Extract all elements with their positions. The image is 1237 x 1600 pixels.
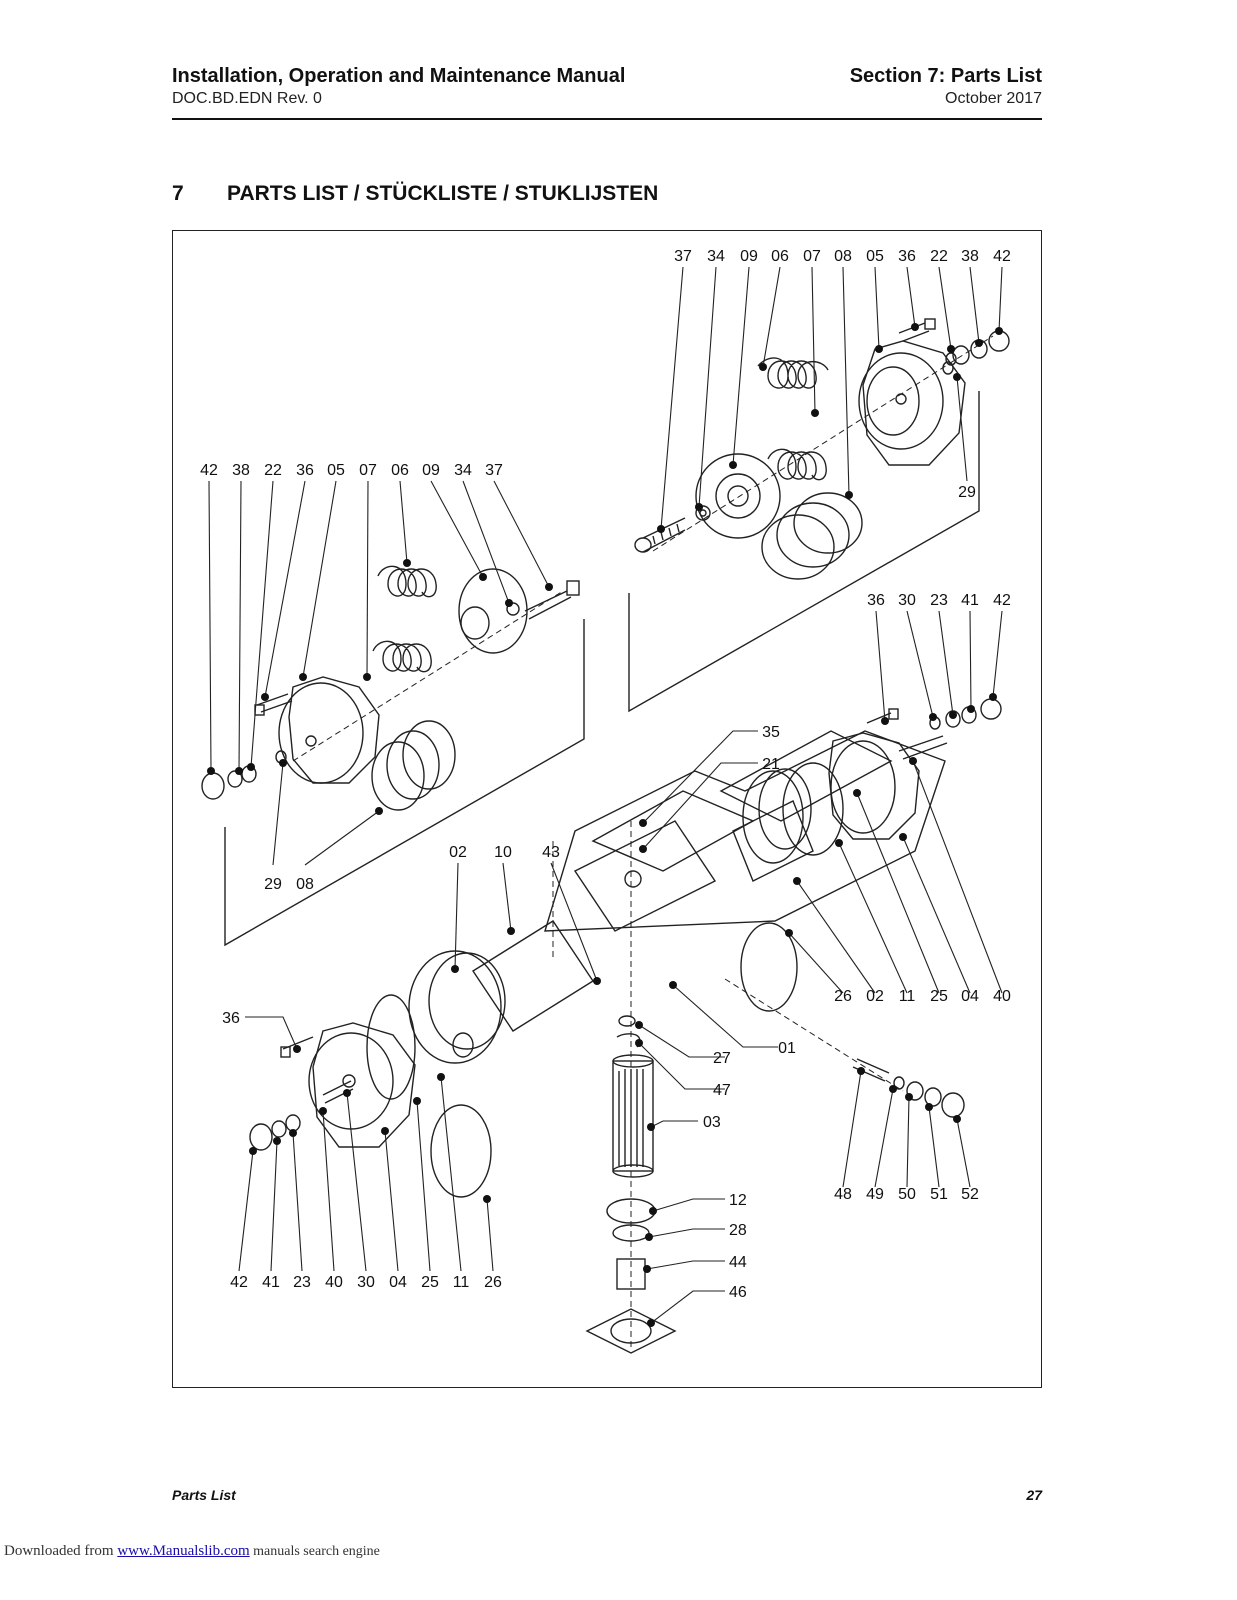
callout-28: 28 (729, 1222, 747, 1239)
callout-36-right: 36 (867, 592, 885, 609)
callout-42: 42 (993, 248, 1011, 265)
callout-02-body: 02 (449, 844, 467, 861)
callout-04-right: 04 (961, 988, 979, 1005)
callout-26-bottom: 26 (484, 1274, 502, 1291)
callout-07-left: 07 (359, 462, 377, 479)
callout-37-left: 37 (485, 462, 503, 479)
callout-34: 34 (707, 248, 725, 265)
callout-07: 07 (803, 248, 821, 265)
callout-01: 01 (778, 1040, 796, 1057)
download-prefix: Downloaded from (4, 1543, 118, 1559)
callout-08: 08 (834, 248, 852, 265)
callout-09: 09 (740, 248, 758, 265)
callout-05-left: 05 (327, 462, 345, 479)
document-date: October 2017 (945, 90, 1042, 107)
section-number: 7 (172, 182, 184, 205)
callout-34-left: 34 (454, 462, 472, 479)
callout-29-top: 29 (958, 484, 976, 501)
callout-11-bottom: 11 (453, 1274, 470, 1291)
callout-08-left: 08 (296, 876, 314, 893)
page-title: 7 PARTS LIST / STÜCKLISTE / STUKLIJSTEN (172, 182, 658, 206)
callout-52: 52 (961, 1186, 979, 1203)
section-title: PARTS LIST / STÜCKLISTE / STUKLIJSTEN (227, 182, 659, 205)
exploded-parts-diagram: 37 34 09 06 07 08 05 36 22 38 42 29 42 3… (172, 230, 1042, 1388)
callout-43: 43 (542, 844, 560, 861)
callout-06: 06 (771, 248, 789, 265)
callout-25-right: 25 (930, 988, 948, 1005)
callout-05: 05 (866, 248, 884, 265)
callout-35: 35 (762, 724, 780, 741)
footer-section-label: Parts List (172, 1487, 236, 1503)
callout-27: 27 (713, 1050, 731, 1067)
callout-41-right: 41 (961, 592, 979, 609)
callout-40-bottom: 40 (325, 1274, 343, 1291)
header-left: Installation, Operation and Maintenance … (172, 64, 625, 110)
callout-38-left: 38 (232, 462, 250, 479)
callout-30-bottom: 30 (357, 1274, 375, 1291)
callout-03: 03 (703, 1114, 721, 1131)
diagram-drawing: 37 34 09 06 07 08 05 36 22 38 42 29 42 3… (200, 248, 1011, 1354)
callout-47: 47 (713, 1082, 731, 1099)
callout-09-left: 09 (422, 462, 440, 479)
callout-49: 49 (866, 1186, 884, 1203)
callout-36: 36 (898, 248, 916, 265)
callout-06-left: 06 (391, 462, 409, 479)
callout-46: 46 (729, 1284, 747, 1301)
callout-38: 38 (961, 248, 979, 265)
header-divider (172, 118, 1042, 120)
callout-48: 48 (834, 1186, 852, 1203)
callout-50: 50 (898, 1186, 916, 1203)
callout-12: 12 (729, 1192, 747, 1209)
callout-04-bottom: 04 (389, 1274, 407, 1291)
header-right: Section 7: Parts List October 2017 (850, 64, 1042, 110)
manual-title: Installation, Operation and Maintenance … (172, 65, 626, 87)
callout-25-bottom: 25 (421, 1274, 439, 1291)
callout-37: 37 (674, 248, 692, 265)
callout-42-bottom: 42 (230, 1274, 248, 1291)
callout-23-bottom: 23 (293, 1274, 311, 1291)
manualslib-link[interactable]: www.Manualslib.com (117, 1543, 250, 1559)
callout-26-right: 26 (834, 988, 852, 1005)
callout-10: 10 (494, 844, 512, 861)
callout-40-right: 40 (993, 988, 1011, 1005)
callout-30-right: 30 (898, 592, 916, 609)
section-heading: Section 7: Parts List (849, 65, 1042, 87)
callout-11-right: 11 (899, 988, 916, 1005)
download-banner: Downloaded from www.Manualslib.com manua… (4, 1543, 380, 1560)
callout-36-bottom-left: 36 (222, 1010, 240, 1027)
callout-36-left: 36 (296, 462, 314, 479)
callout-22-left: 22 (264, 462, 282, 479)
callout-44: 44 (729, 1254, 747, 1271)
download-suffix: manuals search engine (249, 1544, 380, 1559)
callout-51: 51 (930, 1186, 948, 1203)
callout-23-right: 23 (930, 592, 948, 609)
callout-02-right: 02 (866, 988, 884, 1005)
callout-21: 21 (762, 756, 780, 773)
callout-42-left: 42 (200, 462, 218, 479)
callout-41-bottom: 41 (262, 1274, 280, 1291)
callout-22: 22 (930, 248, 948, 265)
callout-29-left: 29 (264, 876, 282, 893)
callout-42-right: 42 (993, 592, 1011, 609)
page-number: 27 (1026, 1487, 1042, 1503)
document-revision: DOC.BD.EDN Rev. 0 (172, 90, 322, 107)
